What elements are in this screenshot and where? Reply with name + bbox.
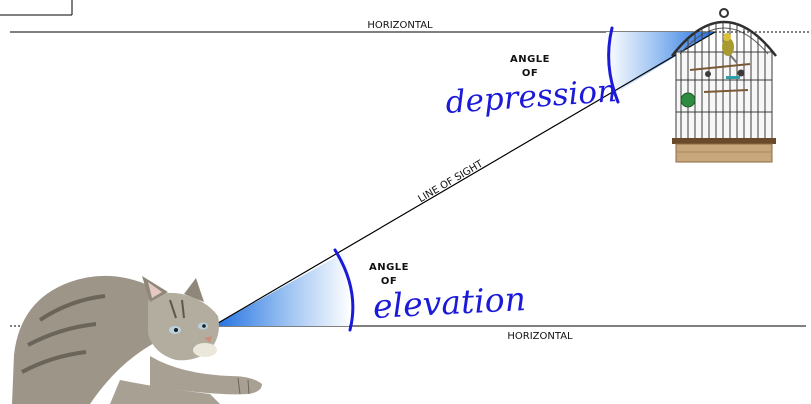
elevation-angle-wedge xyxy=(213,253,351,326)
elevation-arc xyxy=(333,248,355,332)
elevation-label-of: OF xyxy=(381,276,397,287)
depression-label-of: OF xyxy=(522,68,538,79)
birdcage-image xyxy=(671,8,777,163)
depression-arc xyxy=(607,26,620,104)
horizontal-label-top: HORIZONTAL xyxy=(367,20,433,31)
depression-label-angle: ANGLE xyxy=(510,54,550,65)
cat-image xyxy=(12,275,262,404)
elevation-label-angle: ANGLE xyxy=(369,262,409,273)
line-of-sight-label: LINE OF SIGHT xyxy=(416,158,485,205)
handwritten-elevation: elevation xyxy=(372,279,527,326)
handwritten-depression: depression xyxy=(444,73,618,121)
horizontal-label-bottom: HORIZONTAL xyxy=(507,331,573,342)
line-of-sight xyxy=(212,31,716,327)
